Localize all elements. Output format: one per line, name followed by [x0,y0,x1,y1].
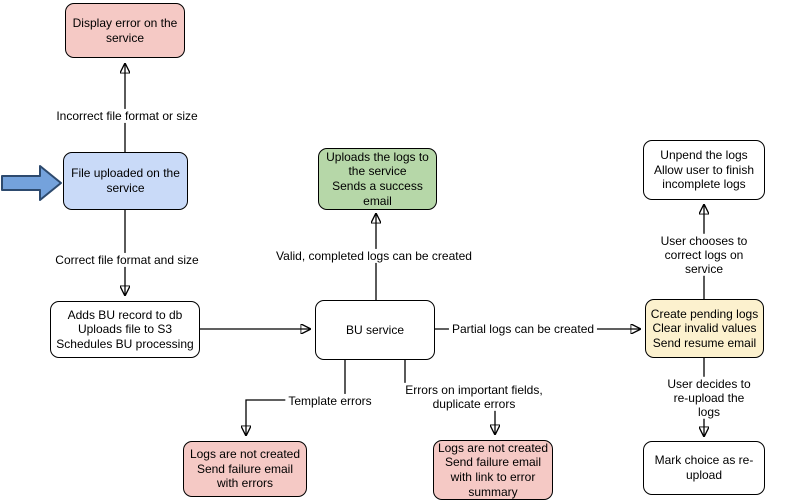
node-logs-not-created-summary: Logs are not created Send failure email … [433,440,553,500]
edge-label-partial-logs: Partial logs can be created [448,321,598,337]
node-unpend-logs: Unpend the logs Allow user to finish inc… [643,140,765,200]
edge-label-incorrect-format: Incorrect file format or size [53,108,201,124]
node-uploads-logs-success: Uploads the logs to the service Sends a … [318,148,437,210]
input-arrow-icon [2,166,61,200]
node-mark-choice-reupload: Mark choice as re- upload [643,441,765,495]
edge-label-user-decides-reupload: User decides to re-upload the logs [663,376,755,420]
input-arrow-outline [1,165,62,201]
node-create-pending-logs: Create pending logs Clear invalid values… [645,299,764,358]
edge-label-template-errors: Template errors [285,393,375,409]
edge-label-correct-format: Correct file format and size [52,252,202,268]
node-bu-service: BU service [315,300,435,360]
node-file-uploaded: File uploaded on the service [63,152,188,210]
node-adds-bu-record: Adds BU record to db Uploads file to S3 … [50,301,200,358]
edge-label-important-fields: Errors on important fields, duplicate er… [402,382,546,412]
edge-label-user-chooses-correct: User chooses to correct logs on service [655,233,753,277]
node-display-error: Display error on the service [65,3,185,58]
node-logs-not-created-errors: Logs are not created Send failure email … [183,441,307,497]
edge-label-valid-logs: Valid, completed logs can be created [273,248,475,264]
